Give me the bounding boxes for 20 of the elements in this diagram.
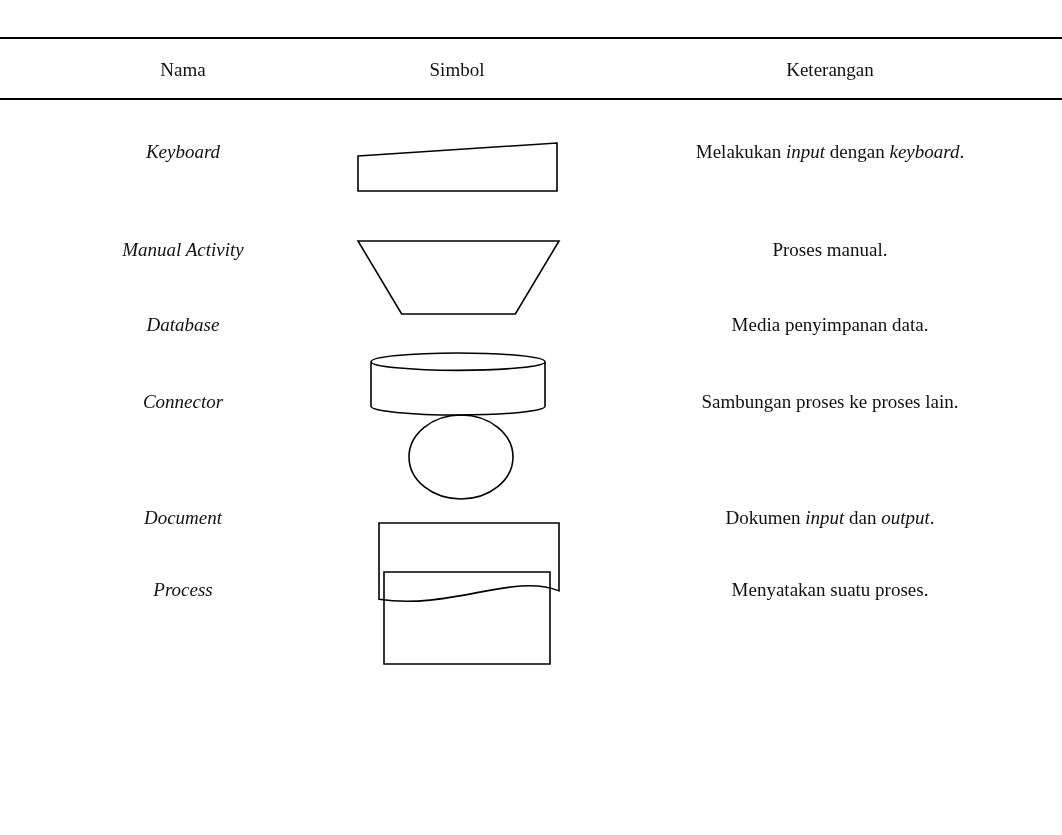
circle-symbol (408, 414, 514, 500)
symbol-name: Process (153, 579, 213, 601)
column-header: Nama (160, 59, 206, 81)
cylinder-symbol (370, 353, 546, 415)
symbol-description: Menyatakan suatu proses. (731, 579, 929, 601)
quadrilateral-symbol (357, 142, 558, 192)
symbol-description: Melakukan input dengan keyboard. (695, 141, 965, 163)
symbol-description: Sambungan proses ke proses lain. (701, 391, 959, 413)
symbol-name: Connector (142, 391, 224, 413)
symbol-description: Proses manual. (772, 239, 888, 261)
box-symbol (383, 571, 551, 665)
column-header: Keterangan (786, 59, 874, 81)
symbol-name: Manual Activity (122, 239, 244, 261)
trapezoid-symbol (357, 240, 560, 315)
symbol-description: Dokumen input dan output. (725, 507, 935, 529)
symbol-name: Keyboard (145, 141, 221, 163)
column-header: Simbol (429, 59, 485, 81)
symbol-name: Document (143, 507, 223, 529)
symbol-name: Database (146, 314, 220, 336)
symbol-description: Media penyimpanan data. (731, 314, 929, 336)
